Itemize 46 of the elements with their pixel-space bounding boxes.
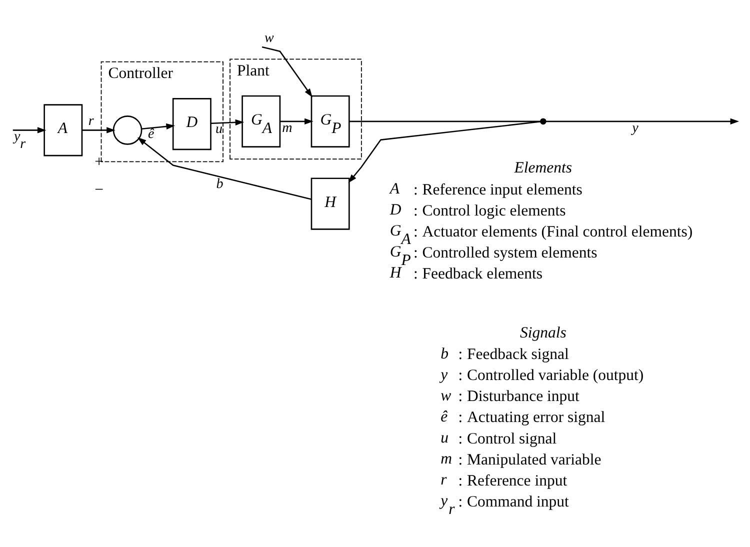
label: :	[414, 223, 418, 240]
label: :	[458, 492, 463, 510]
edge-label: y	[632, 120, 638, 136]
edge-label: m	[282, 120, 292, 136]
label: b	[440, 344, 449, 362]
label: :	[414, 265, 418, 282]
label: :	[458, 366, 463, 384]
edge-label: ê	[148, 126, 154, 142]
label: Control logic elements	[422, 202, 566, 220]
label: ê	[440, 408, 448, 425]
label: Command input	[466, 492, 569, 510]
label: :	[414, 244, 418, 262]
label: Elements	[514, 159, 572, 176]
edge-label: u	[216, 122, 223, 137]
label: :	[458, 408, 463, 426]
node-label: −	[94, 180, 104, 198]
label: :	[458, 388, 463, 405]
label: :	[458, 430, 463, 447]
label: :	[414, 180, 418, 198]
label: r	[440, 470, 447, 488]
label: D	[390, 201, 402, 218]
label: w	[440, 386, 452, 404]
label: :	[458, 346, 463, 363]
label: Control signal	[466, 430, 557, 447]
label: u	[440, 428, 449, 446]
label: Actuator elements (Final control elements)	[422, 223, 693, 240]
label: Feedback elements	[422, 265, 543, 282]
label: Reference input	[466, 472, 568, 489]
edge-label: b	[216, 176, 224, 192]
label: Controlled variable (output)	[466, 366, 644, 384]
edge-label: w	[264, 30, 274, 46]
edge-label: r	[88, 113, 94, 128]
label: :	[458, 450, 463, 468]
label: Controlled system elements	[422, 244, 598, 262]
label: m	[440, 450, 452, 467]
label: A	[390, 180, 400, 198]
label: Reference input elements	[422, 180, 582, 198]
label: H	[390, 264, 402, 282]
label: Manipulated variable	[466, 450, 602, 468]
label: Feedback signal	[466, 346, 569, 363]
label: :	[414, 202, 418, 220]
label: Actuating error signal	[466, 408, 606, 426]
label: Signals	[520, 324, 566, 341]
label: Disturbance input	[466, 388, 580, 405]
label: y	[440, 366, 448, 383]
label: :	[458, 472, 463, 489]
